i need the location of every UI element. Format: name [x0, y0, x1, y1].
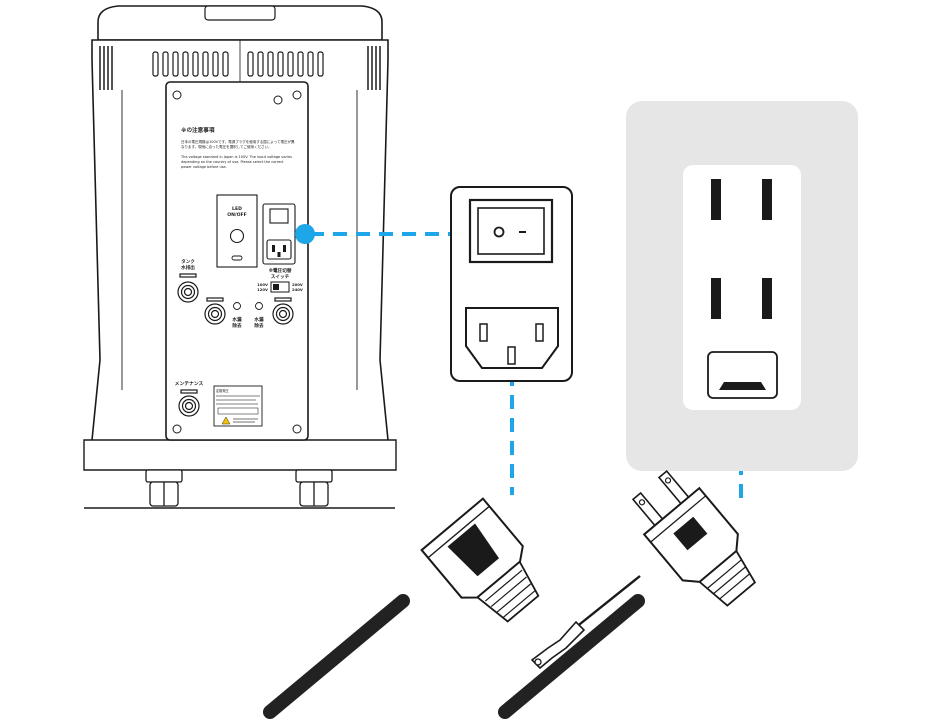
notice-jp-line2: なります。現地に合った電圧を選択してご使用ください。	[181, 144, 272, 149]
drain-label-1b: 除去	[232, 322, 242, 329]
notice-block: ※の注意事項 日本の電圧規格は100Vです。電源プラグを使用する国によって電圧が…	[180, 126, 295, 169]
ground-terminal	[707, 351, 778, 399]
wall-outlet-panel	[626, 101, 858, 471]
left-caster	[145, 469, 183, 507]
power-inlet-enlarged	[465, 307, 559, 369]
drain-marker-2	[255, 302, 263, 310]
ground-terminal-slot	[719, 382, 766, 390]
right-side-vents	[367, 46, 381, 90]
notice-en-line3: power voltage before use.	[181, 165, 227, 169]
device-power-inlet	[266, 239, 292, 260]
iec-grip	[447, 523, 500, 577]
voltage-switch[interactable]	[270, 281, 290, 293]
notice-en-line1: The voltage standard in Japan is 100V. T…	[180, 155, 292, 159]
warning-icon	[221, 416, 231, 425]
outlet-slots	[711, 179, 772, 319]
led-label-1: LED	[232, 206, 242, 212]
led-indicator	[231, 255, 243, 261]
ground-lug	[530, 620, 586, 670]
plug-grip	[673, 516, 708, 551]
device-back-view: ※の注意事項 日本の電圧規格は100Vです。電源プラグを使用する国によって電圧が…	[83, 5, 397, 509]
top-handle	[204, 5, 276, 21]
voltage-label-2: スイッチ	[271, 274, 290, 280]
voltage-100v: 100V	[257, 282, 268, 287]
rating-plate-marks	[217, 407, 259, 415]
rating-plate-lines	[216, 395, 260, 405]
wall-plug-cord	[498, 469, 757, 719]
inlet-pins	[479, 323, 544, 365]
notice-title: ※の注意事項	[181, 126, 215, 134]
notice-jp-line1: 日本の電圧規格は100Vです。電源プラグを使用する国によって電圧が異	[181, 139, 295, 144]
voltage-120v: 120V	[257, 287, 268, 292]
rating-label: 定格電圧	[216, 388, 230, 393]
drain-port-1[interactable]	[204, 297, 226, 325]
led-button[interactable]	[229, 228, 245, 244]
plug-strain-relief	[698, 549, 757, 607]
ground-lead	[569, 575, 641, 633]
voltage-240v: 240V	[292, 287, 303, 292]
drain-marker-1	[233, 302, 241, 310]
device-top-cap	[97, 5, 383, 41]
drain-label-2b: 除去	[254, 322, 264, 329]
tank-drain-port[interactable]	[177, 273, 199, 303]
switch-off-symbol	[493, 226, 505, 238]
wall-plug-cable	[498, 594, 645, 719]
tank-label-1: タンク	[181, 258, 195, 265]
callout-dot	[295, 224, 315, 244]
panel-screws	[172, 90, 302, 434]
iec-cable	[263, 594, 410, 719]
drain-port-2[interactable]	[272, 297, 294, 325]
right-caster	[295, 469, 333, 507]
outlet-faceplate	[683, 165, 801, 410]
base-band	[83, 439, 397, 471]
top-vents	[152, 51, 324, 77]
enlarged-power-module	[450, 186, 573, 382]
voltage-label-1: ※電圧切替	[269, 267, 292, 274]
iec-connector-cord	[263, 497, 540, 719]
maintenance-port[interactable]	[178, 389, 200, 417]
drain-label-2a: 水漏	[254, 316, 264, 323]
led-label-2: ON/OFF	[227, 212, 247, 218]
notice-en-line2: depending on the country of use. Please …	[181, 160, 284, 164]
device-power-switch[interactable]	[269, 208, 289, 224]
left-side-vents	[99, 46, 113, 90]
tank-label-2: 水排出	[181, 264, 195, 271]
voltage-200v: 200V	[292, 282, 303, 287]
drain-label-1a: 水漏	[232, 316, 242, 323]
maintenance-label: メンテナンス	[175, 381, 204, 387]
